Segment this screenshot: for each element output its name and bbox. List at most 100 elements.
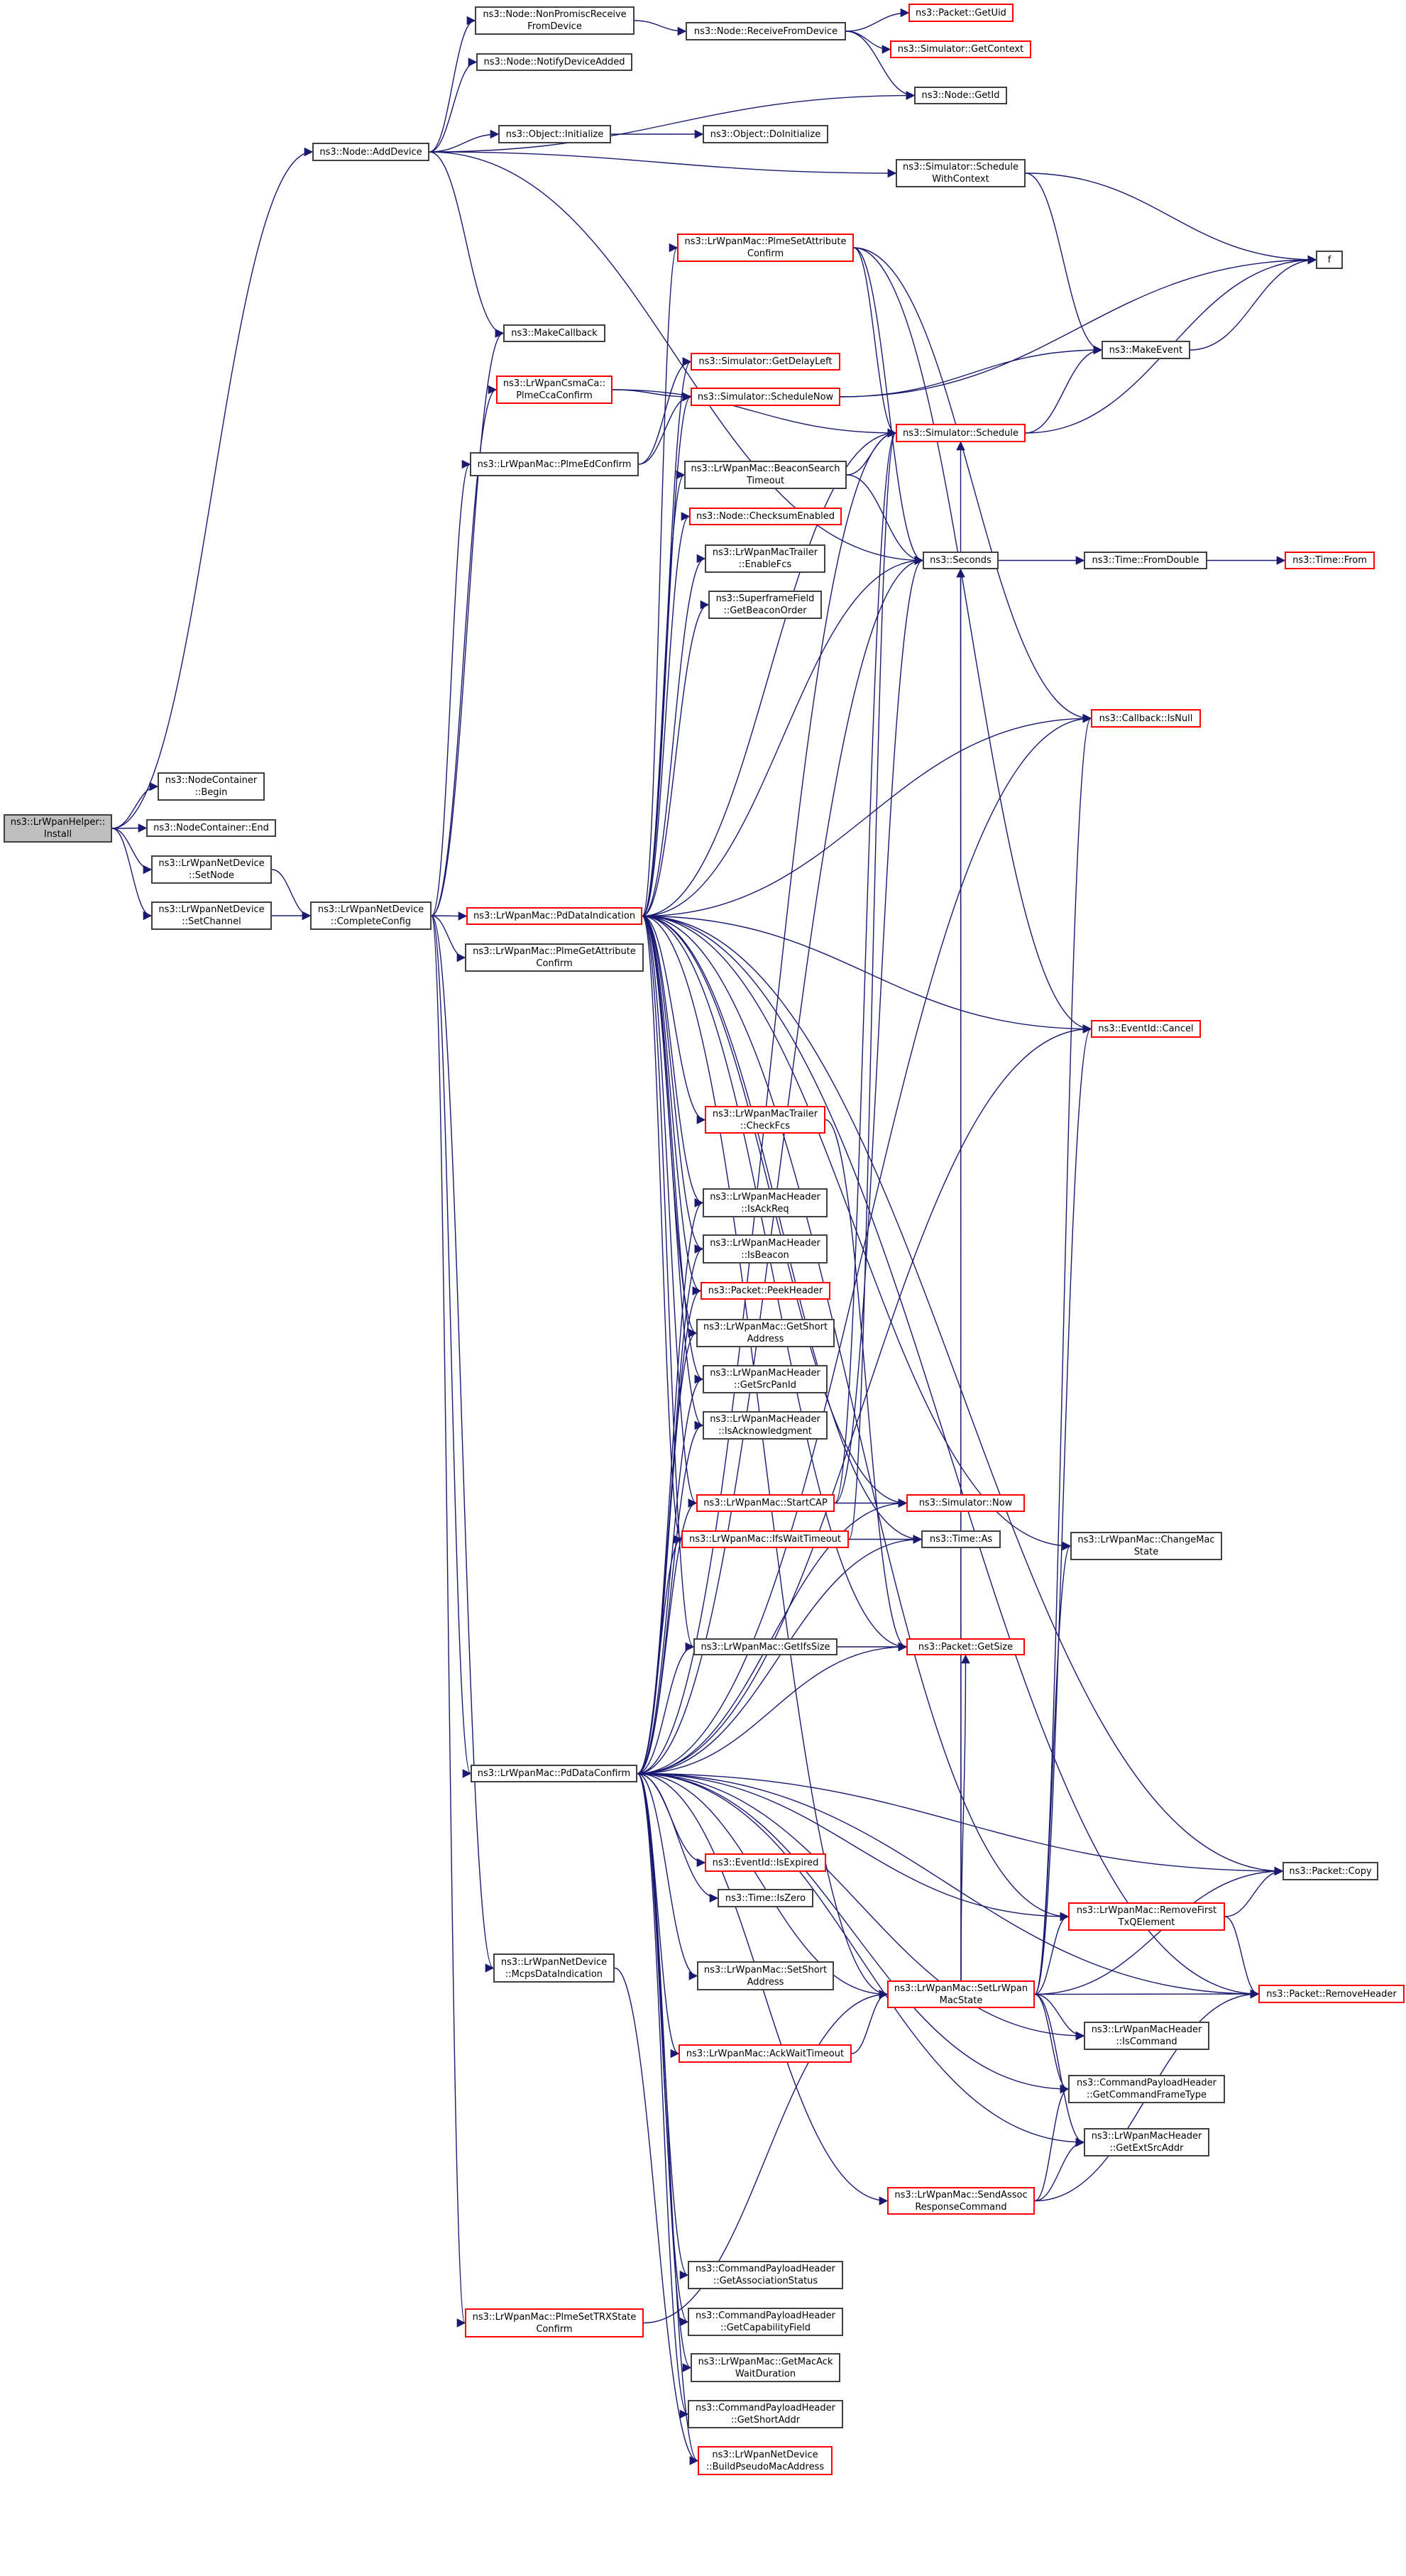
graph-node-sendassoc[interactable]: ns3::LrWpanMac::SendAssoc ResponseComman… [887,2187,1035,2215]
graph-node-schedulenow[interactable]: ns3::Simulator::ScheduleNow [691,388,840,406]
graph-node-ackwait[interactable]: ns3::LrWpanMac::AckWaitTimeout [679,2044,852,2063]
graph-node-doinitialize[interactable]: ns3::Object::DoInitialize [703,125,828,143]
edge-completeconfig-to-csmacca [431,385,498,916]
graph-node-plmesettrx[interactable]: ns3::LrWpanMac::PlmeSetTRXState Confirm [465,2308,644,2337]
edge-schedulenow-to-makeevent [840,345,1103,398]
graph-node-timeas[interactable]: ns3::Time::As [921,1530,1001,1548]
graph-node-plmesetattr[interactable]: ns3::LrWpanMac::PlmeSetAttribute Confirm [677,234,854,262]
edge-pddataind-to-getsize [642,915,908,1652]
graph-node-checksum[interactable]: ns3::Node::ChecksumEnabled [689,508,842,525]
edge-pddataind-to-plmesetattr [642,243,679,917]
graph-node-seconds[interactable]: ns3::Seconds [923,552,999,569]
edge-plmesetattr-to-schedule [853,247,897,438]
graph-node-getsrcpanid[interactable]: ns3::LrWpanMacHeader ::GetSrcPanId [703,1365,828,1393]
edge-nonpromisc-to-receivefrom [634,20,687,36]
graph-node-setnode[interactable]: ns3::LrWpanNetDevice ::SetNode [151,855,272,884]
graph-node-cancel[interactable]: ns3::EventId::Cancel [1091,1020,1201,1038]
edge-install-to-end [111,823,148,833]
graph-node-end[interactable]: ns3::NodeContainer::End [146,819,276,837]
graph-node-nonpromisc[interactable]: ns3::Node::NonPromiscReceive FromDevice [475,6,635,35]
graph-node-csmacca[interactable]: ns3::LrWpanCsmaCa:: PlmeCcaConfirm [496,376,613,404]
edge-schedulenow-to-f [840,255,1317,398]
edge-pddataind-to-setmacstate [642,915,889,1999]
graph-node-peekheader[interactable]: ns3::Packet::PeekHeader [701,1282,830,1300]
edge-plmesetattr-to-seconds [853,247,924,565]
edge-adddevice-to-initialize [429,129,500,153]
graph-node-pddataind[interactable]: ns3::LrWpanMac::PdDataIndication [466,907,642,925]
edge-adddevice-to-nonpromisc [429,16,476,153]
edge-plmesettrx-to-setmacstate [643,1990,889,2324]
graph-node-beaconorder[interactable]: ns3::SuperframeField ::GetBeaconOrder [708,591,822,619]
graph-node-simnow[interactable]: ns3::Simulator::Now [906,1494,1025,1512]
edge-install-to-adddevice [111,147,314,829]
graph-node-getifssize[interactable]: ns3::LrWpanMac::GetIfsSize [693,1638,837,1655]
graph-node-schedwithctx[interactable]: ns3::Simulator::Schedule WithContext [896,159,1026,187]
graph-node-getassocstatus[interactable]: ns3::CommandPayloadHeader ::GetAssociati… [688,2261,843,2289]
edge-pddataind-to-schedule [642,428,897,917]
edge-pddataind-to-startcap [642,915,698,1508]
graph-node-getcapability[interactable]: ns3::CommandPayloadHeader ::GetCapabilit… [688,2308,843,2336]
graph-node-completeconfig[interactable]: ns3::LrWpanNetDevice ::CompleteConfig [310,901,432,930]
graph-node-isackreq[interactable]: ns3::LrWpanMacHeader ::IsAckReq [703,1188,828,1217]
edge-beaconsearch-to-seconds [846,474,924,565]
edge-pddataconfirm-to-packetcopy [637,1772,1284,1876]
graph-node-checkfcs[interactable]: ns3::LrWpanMacTrailer ::CheckFcs [705,1106,825,1134]
graph-node-pddataconfirm[interactable]: ns3::LrWpanMac::PdDataConfirm [471,1765,637,1782]
edge-setmacstate-to-cancel [1034,1024,1092,1995]
graph-node-getsize[interactable]: ns3::Packet::GetSize [906,1638,1025,1655]
edge-removefirst-to-removeheader [1224,1916,1260,1999]
graph-node-begin[interactable]: ns3::NodeContainer ::Begin [158,772,265,801]
graph-node-isbeacon[interactable]: ns3::LrWpanMacHeader ::IsBeacon [703,1234,828,1264]
graph-node-getid[interactable]: ns3::Node::GetId [914,87,1007,104]
graph-node-initialize[interactable]: ns3::Object::Initialize [498,125,611,143]
edge-pddataconfirm-to-getmacackwait [637,1772,692,2372]
graph-node-notifyadded[interactable]: ns3::Node::NotifyDeviceAdded [476,53,632,71]
graph-node-getshortaddress[interactable]: ns3::LrWpanMac::GetShort Address [696,1319,835,1347]
graph-node-setchannel[interactable]: ns3::LrWpanNetDevice ::SetChannel [151,901,272,930]
graph-node-startcap[interactable]: ns3::LrWpanMac::StartCAP [696,1494,835,1512]
graph-node-f[interactable]: f [1316,251,1343,269]
graph-node-getextsrcaddr[interactable]: ns3::LrWpanMacHeader ::GetExtSrcAddr [1084,2128,1209,2156]
graph-node-enablefcs[interactable]: ns3::LrWpanMacTrailer ::EnableFcs [705,544,825,573]
graph-node-makeevent[interactable]: ns3::MakeEvent [1102,341,1190,359]
graph-node-getcmdframetype[interactable]: ns3::CommandPayloadHeader ::GetCommandFr… [1068,2075,1225,2103]
edge-plmesetattr-to-isnull [853,247,1092,723]
edge-setmacstate-to-removeheader [1034,1989,1260,1999]
graph-node-isnull[interactable]: ns3::Callback::IsNull [1091,709,1201,728]
graph-node-fromdouble[interactable]: ns3::Time::FromDouble [1084,552,1207,569]
graph-node-changemacstate[interactable]: ns3::LrWpanMac::ChangeMac State [1070,1532,1222,1560]
graph-node-getcontext[interactable]: ns3::Simulator::GetContext [890,40,1031,58]
edge-pddataconfirm-to-setmacstate [637,1772,889,1999]
graph-node-receivefrom[interactable]: ns3::Node::ReceiveFromDevice [686,22,846,40]
edge-pddataind-to-peekheader [642,915,702,1295]
edge-startcap-to-schedule [834,429,897,1504]
graph-node-timefrom[interactable]: ns3::Time::From [1285,552,1375,569]
graph-node-getshortaddr[interactable]: ns3::CommandPayloadHeader ::GetShortAddr [688,2400,843,2428]
graph-node-isexpired[interactable]: ns3::EventId::IsExpired [705,1853,826,1872]
graph-node-getdelayleft[interactable]: ns3::Simulator::GetDelayLeft [691,353,840,371]
graph-node-iszero[interactable]: ns3::Time::IsZero [718,1889,813,1907]
graph-node-plmegetattr[interactable]: ns3::LrWpanMac::PlmeGetAttribute Confirm [465,943,644,972]
graph-node-setmacstate[interactable]: ns3::LrWpanMac::SetLrWpan MacState [887,1980,1035,2008]
graph-node-removeheader[interactable]: ns3::Packet::RemoveHeader [1258,1985,1405,2003]
graph-node-makecallback[interactable]: ns3::MakeCallback [503,324,605,342]
graph-node-setshortaddress[interactable]: ns3::LrWpanMac::SetShort Address [697,1961,834,1990]
graph-node-getmacackwait[interactable]: ns3::LrWpanMac::GetMacAck WaitDuration [691,2353,840,2382]
edge-receivefrom-to-getuid [845,8,910,32]
edge-pddataind-to-enablefcs [642,554,706,917]
graph-node-iscommand[interactable]: ns3::LrWpanMacHeader ::IsCommand [1084,2022,1209,2050]
graph-node-ifswait[interactable]: ns3::LrWpanMac::IfsWaitTimeout [681,1530,849,1548]
graph-node-beaconsearch[interactable]: ns3::LrWpanMac::BeaconSearch Timeout [684,461,847,489]
graph-node-mcpsdataind[interactable]: ns3::LrWpanNetDevice ::McpsDataIndicatio… [493,1953,615,1983]
graph-node-removefirst[interactable]: ns3::LrWpanMac::RemoveFirst TxQElement [1068,1902,1225,1931]
edge-completeconfig-to-plmesettrx [431,915,466,2327]
graph-node-schedule[interactable]: ns3::Simulator::Schedule [896,424,1026,442]
graph-node-packetcopy[interactable]: ns3::Packet::Copy [1283,1862,1378,1880]
graph-node-plmeedconfirm[interactable]: ns3::LrWpanMac::PlmeEdConfirm [470,452,639,476]
graph-node-getuid[interactable]: ns3::Packet::GetUid [908,4,1014,22]
graph-node-adddevice[interactable]: ns3::Node::AddDevice [312,143,429,161]
edge-pddataconfirm-to-schedule [637,428,897,1775]
graph-node-buildpseudo[interactable]: ns3::LrWpanNetDevice ::BuildPseudoMacAdd… [698,2446,833,2475]
graph-node-isack[interactable]: ns3::LrWpanMacHeader ::IsAcknowledgment [703,1411,828,1440]
edge-install-to-setnode [111,828,153,875]
